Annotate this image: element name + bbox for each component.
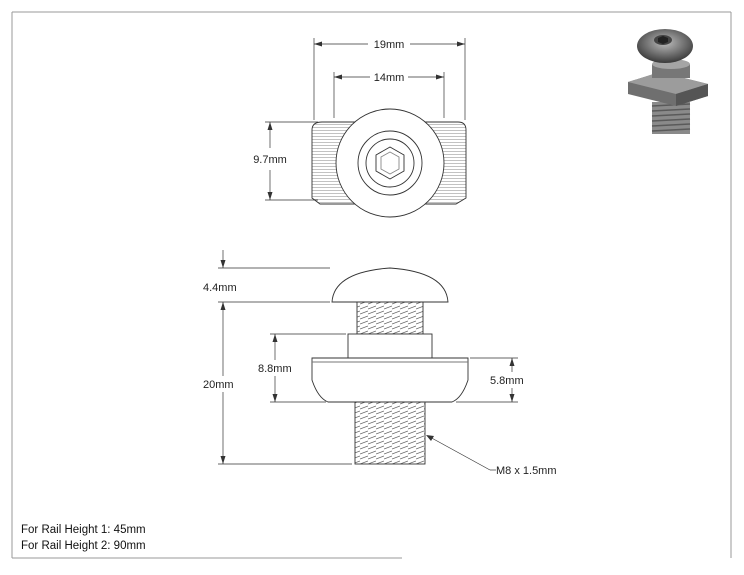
dim-20mm: 20mm bbox=[203, 379, 234, 391]
dim-5-8mm: 5.8mm bbox=[490, 375, 524, 387]
dim-8-8mm: 8.8mm bbox=[258, 363, 292, 375]
note-rail-height-2: For Rail Height 2: 90mm bbox=[21, 540, 146, 552]
side-dimension-lines bbox=[218, 250, 518, 471]
top-dimension-arrows bbox=[267, 41, 465, 200]
dim-4-4mm: 4.4mm bbox=[203, 282, 237, 294]
sheet-border bbox=[11, 11, 732, 559]
dim-14mm: 14mm bbox=[374, 72, 405, 84]
dim-9-7mm: 9.7mm bbox=[253, 154, 287, 166]
iso-render bbox=[628, 29, 708, 134]
top-view bbox=[311, 108, 467, 218]
note-rail-height-1: For Rail Height 1: 45mm bbox=[21, 524, 146, 536]
side-view bbox=[311, 267, 469, 465]
dim-19mm: 19mm bbox=[374, 39, 405, 51]
dim-thread-spec: M8 x 1.5mm bbox=[496, 465, 557, 477]
side-dimension-arrows bbox=[220, 260, 515, 464]
